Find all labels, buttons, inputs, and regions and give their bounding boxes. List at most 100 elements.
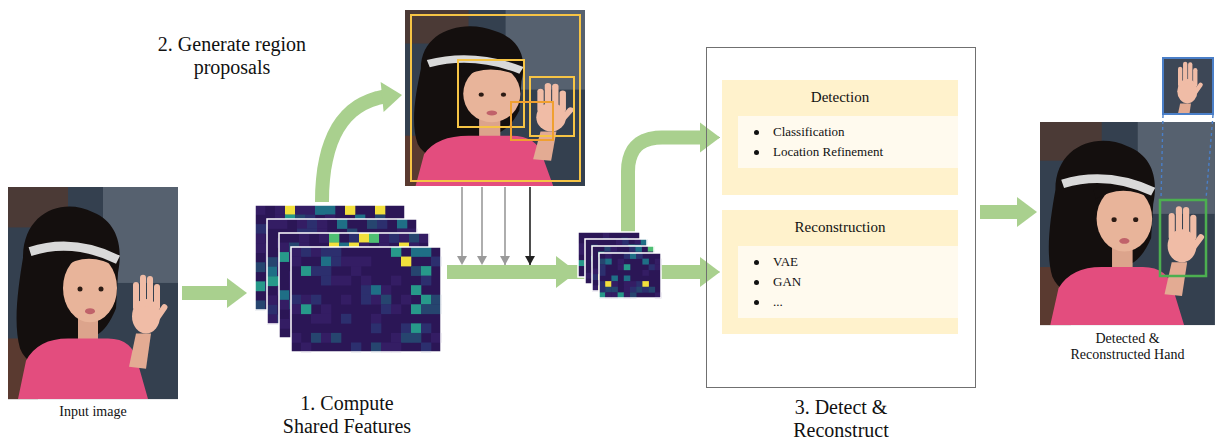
proposal-box (458, 60, 524, 127)
feature-cell (411, 333, 421, 343)
image-frame (405, 10, 585, 186)
feature-cell (599, 270, 606, 276)
feature-cell (642, 287, 649, 293)
panel-title: Detection (738, 88, 958, 106)
feature-cell (630, 281, 637, 287)
feature-cell (411, 323, 421, 333)
feature-cell (255, 243, 265, 253)
hand-crop-figure (1175, 62, 1204, 114)
feature-cell (325, 205, 335, 215)
proposal-image: 2. Generate region proposals (405, 10, 585, 79)
panel-title: Reconstruction (738, 218, 958, 236)
bullet-dot (754, 280, 759, 285)
feature-map-layer (599, 253, 661, 298)
arrow-shaft (182, 286, 231, 300)
input-image: Input image (8, 187, 178, 420)
feature-cell (401, 323, 411, 333)
stage-box: DetectionClassificationLocation Refineme… (706, 47, 976, 442)
arrow-head (477, 256, 487, 265)
feature-cell (616, 239, 623, 245)
bullet-dot (754, 300, 759, 305)
feature-cell (605, 281, 612, 287)
feature-cell (321, 257, 331, 267)
feature-cell (341, 295, 351, 305)
image-frame (8, 187, 178, 399)
block-arrow (322, 82, 402, 202)
feature-cell (299, 233, 309, 243)
feature-cell (391, 304, 401, 314)
feature-cell (371, 323, 381, 333)
feature-cell (331, 247, 341, 257)
output-photo (1040, 122, 1215, 325)
feature-cell (642, 259, 649, 265)
feature-cell (371, 314, 381, 324)
feature-cell (629, 246, 636, 252)
feature-cell (371, 295, 381, 305)
feature-cell (401, 295, 411, 305)
proposal-photo (405, 10, 585, 186)
feature-map-layer (291, 247, 441, 352)
list-row: Location Refinement (754, 142, 950, 162)
feature-cell (401, 333, 411, 343)
list-row: GAN (754, 272, 950, 292)
feature-cell (361, 295, 371, 305)
list-item: ... (773, 292, 783, 312)
feature-cell (578, 260, 585, 266)
feature-cell (291, 304, 301, 314)
feature-cell (636, 281, 643, 287)
feature-cell (267, 267, 277, 277)
arrow-head (1017, 197, 1037, 227)
feature-cell (624, 253, 631, 259)
feature-cell (605, 253, 612, 259)
caption: Input image (8, 404, 178, 420)
list-row: Classification (754, 122, 950, 142)
feature-cell (275, 205, 285, 215)
arrow-head (525, 256, 535, 265)
image-frame (250, 205, 445, 355)
feature-cell (297, 219, 307, 229)
feature-cell (331, 257, 341, 267)
detection-panel: DetectionClassificationLocation Refineme… (722, 80, 958, 195)
bullet-list: VAEGAN... (738, 246, 958, 318)
feature-cell (411, 285, 421, 295)
feature-cell (351, 342, 361, 352)
feature-cell (305, 205, 315, 215)
feature-cell (599, 281, 606, 287)
arrow-shaft (505, 187, 713, 272)
feature-cell (255, 281, 265, 291)
feature-cell (321, 314, 331, 324)
feature-cell (267, 276, 277, 286)
feature-cell (604, 246, 611, 252)
feature-cell (301, 295, 311, 305)
feature-cell (321, 333, 331, 343)
feature-cell (285, 205, 295, 215)
feature-cell (431, 333, 441, 343)
arrow-head (227, 278, 247, 308)
feature-cell (329, 233, 339, 243)
feature-cell (636, 287, 643, 293)
feature-cell (624, 276, 631, 282)
feature-cell (397, 219, 407, 229)
block-arrow (980, 197, 1037, 227)
feature-cell (361, 285, 371, 295)
feature-cell (411, 266, 421, 276)
feature-cell (421, 266, 431, 276)
feature-cell (635, 239, 642, 245)
feature-cell (389, 233, 399, 243)
feature-cell (255, 224, 265, 234)
proposal-arrow (461, 187, 463, 258)
feature-cell (649, 287, 656, 293)
feature-cell (381, 295, 391, 305)
feature-cell (592, 269, 599, 275)
feature-cell (371, 342, 381, 352)
feature-cell (611, 246, 618, 252)
feature-cell (255, 205, 265, 215)
feature-cell (636, 253, 643, 259)
input-photo (8, 187, 178, 399)
feature-cell (319, 233, 329, 243)
feature-cell (361, 257, 371, 267)
arrow-shaft (322, 96, 386, 202)
feature-cell (578, 249, 585, 255)
feature-cell (351, 266, 361, 276)
feature-cell (301, 342, 311, 352)
